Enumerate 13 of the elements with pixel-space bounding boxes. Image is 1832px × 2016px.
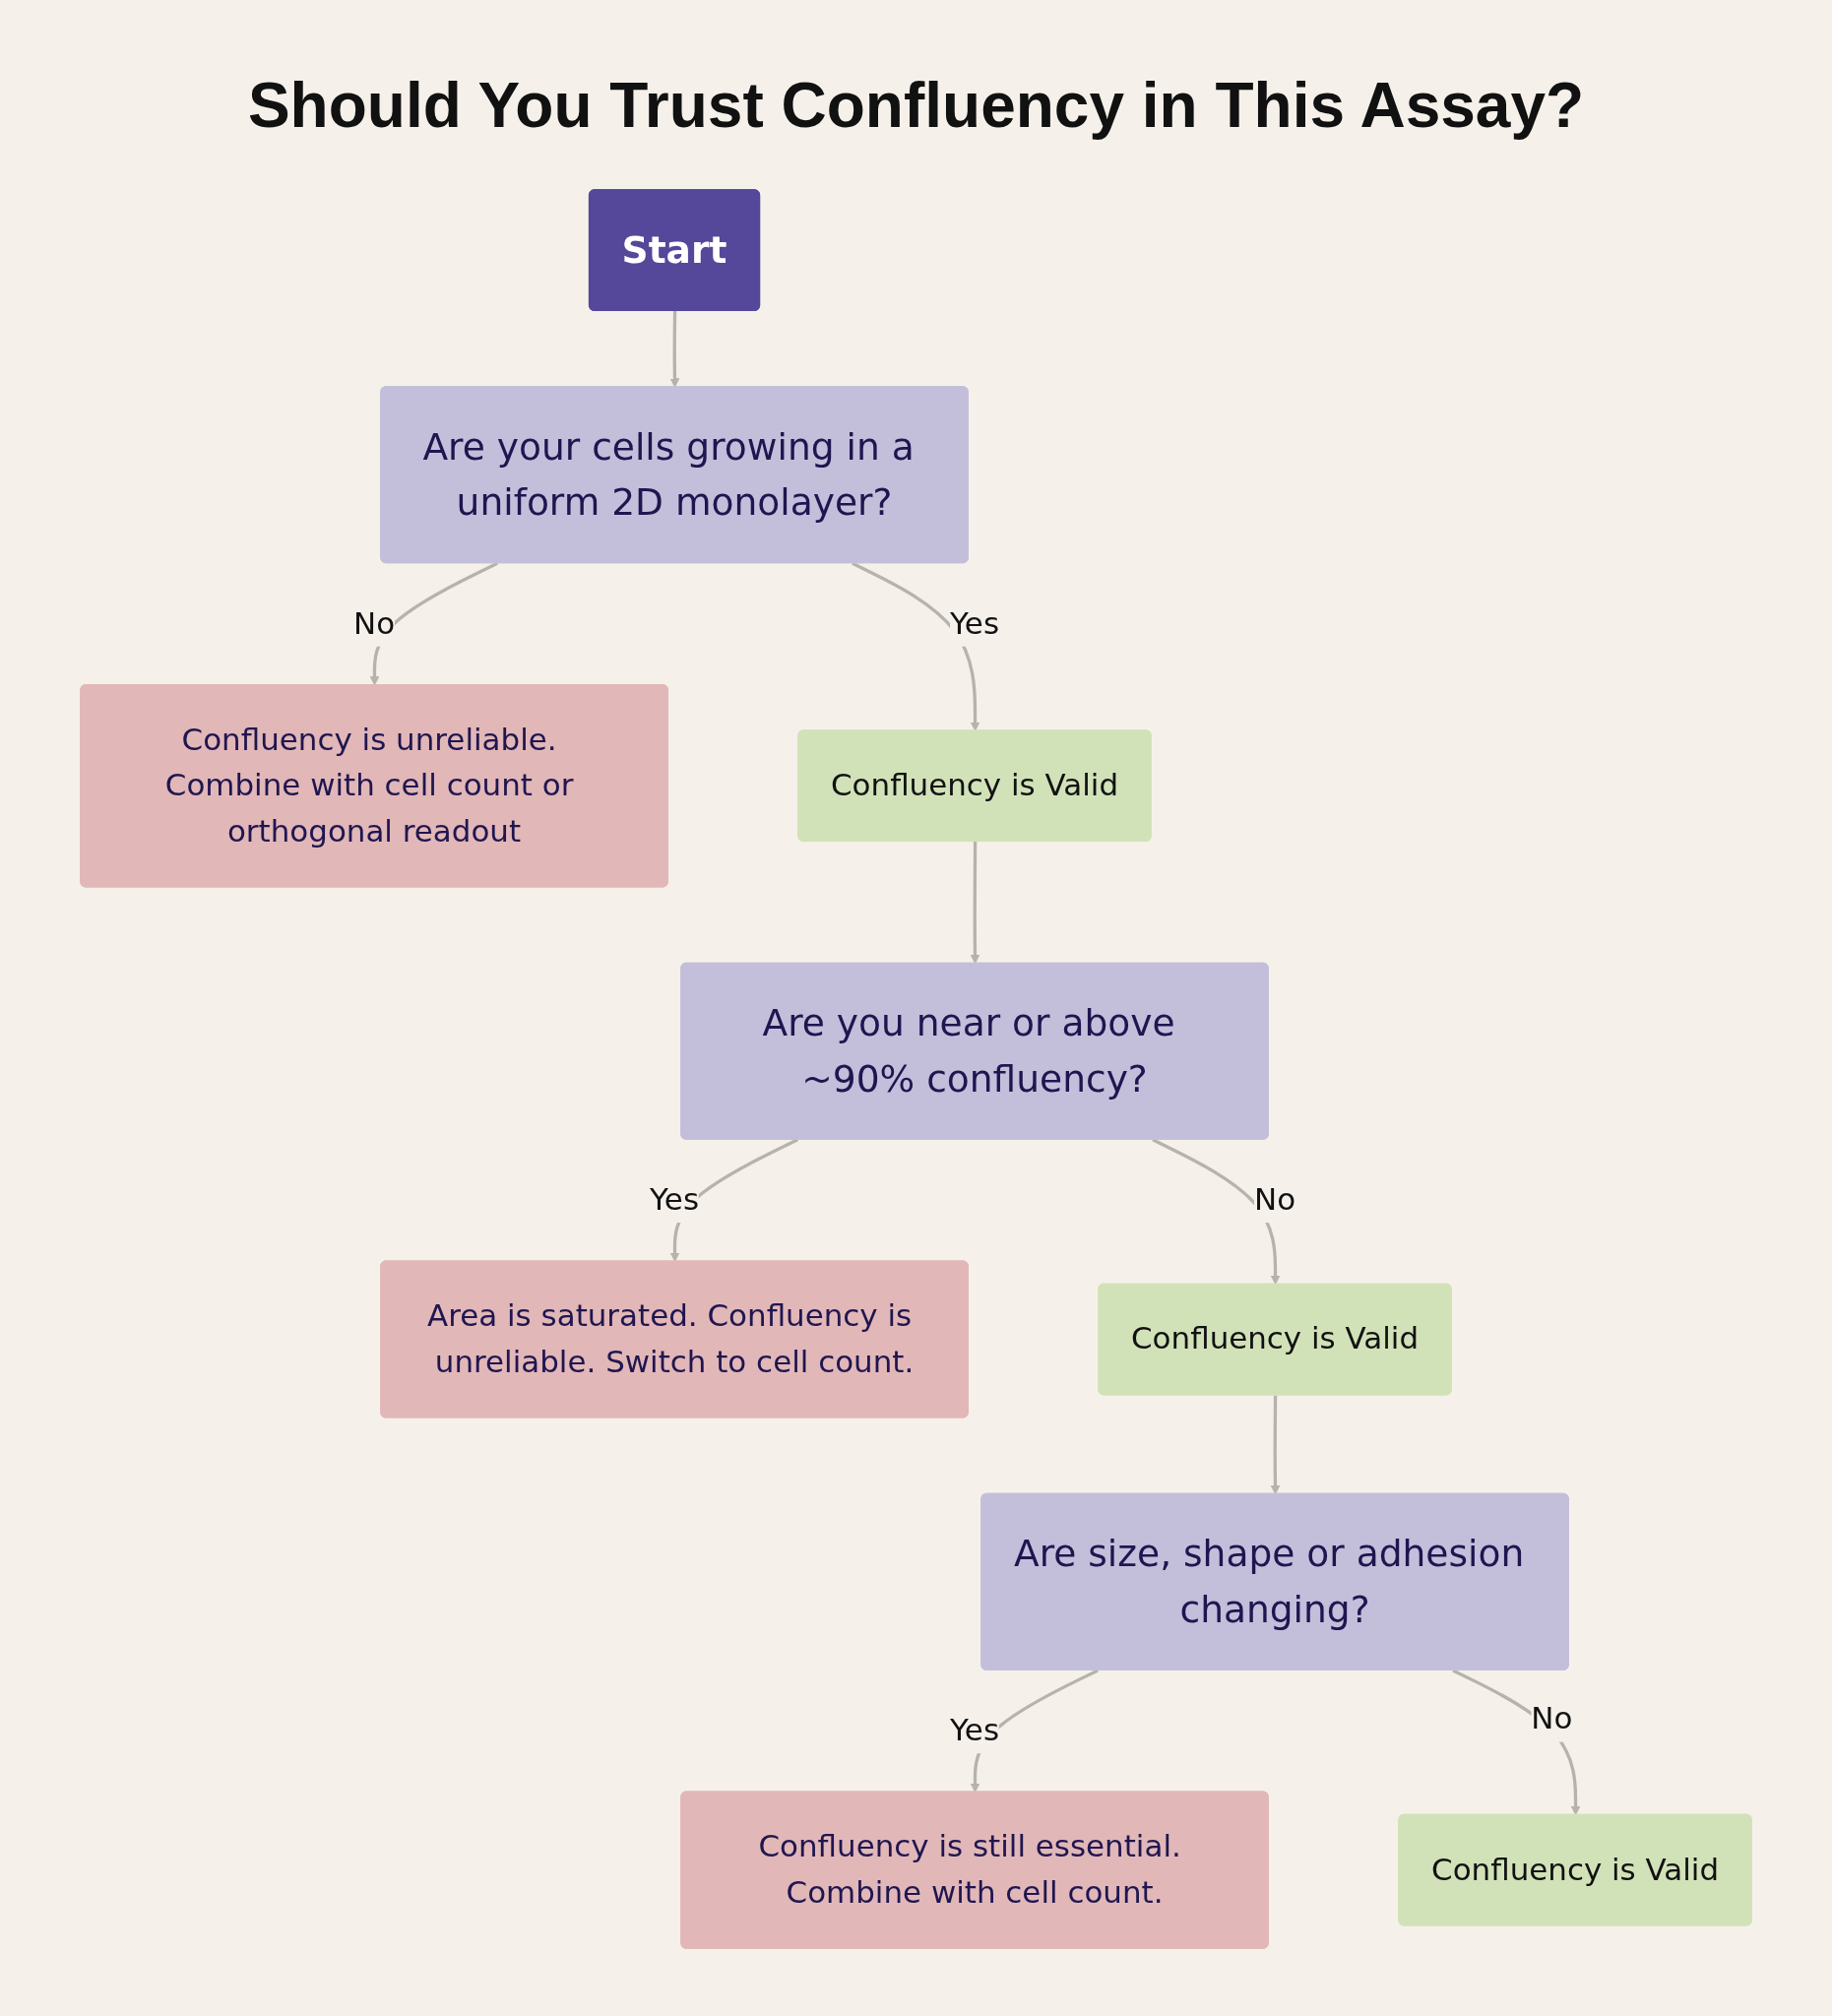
edge-label: Yes [650,1181,700,1218]
arrow [1452,1669,1581,1816]
arrow [669,311,680,388]
arrow [1152,1138,1281,1286]
arrow [970,842,980,965]
arrow [852,561,980,731]
arrow [1270,1395,1281,1495]
diagram-title: Should You Trust Confluency in This Assay? [247,69,1585,142]
edge-label: Yes [950,1712,1000,1748]
edge-label: Yes [950,604,1000,642]
edge-label: No [1254,1181,1296,1218]
edge-label: No [353,604,396,642]
edge-label: No [1531,1700,1573,1737]
